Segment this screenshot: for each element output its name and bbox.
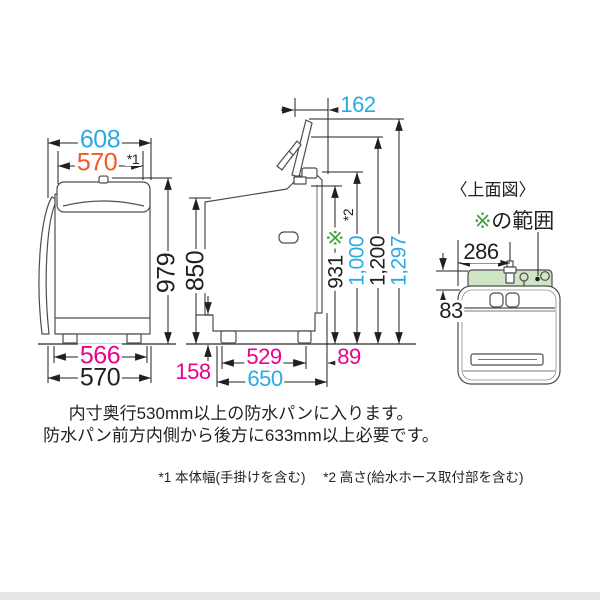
dim-label-570-top: 570 bbox=[74, 148, 120, 177]
note-mark-1: *1 bbox=[124, 151, 142, 167]
dim-label-1200: 1,200 bbox=[366, 233, 390, 289]
dim-label-158: 158 bbox=[173, 359, 213, 384]
front-foot-right bbox=[126, 333, 142, 344]
dim-label-608: 608 bbox=[77, 125, 123, 154]
side-body bbox=[204, 175, 323, 332]
dim-label-1297: 1,297 bbox=[387, 233, 411, 289]
top-inlet-valve bbox=[506, 260, 514, 268]
top-view-title: 〈上面図〉 bbox=[450, 180, 536, 200]
side-view-drawing bbox=[204, 119, 323, 344]
dim-label-529: 529 bbox=[244, 344, 284, 369]
bottom-divider-bar bbox=[0, 592, 600, 600]
note-mark-2: *2 bbox=[340, 206, 356, 224]
dim-label-1000: 1,000 bbox=[345, 233, 369, 289]
installation-notes: 内寸奥行530mm以上の防水パンに入ります。 防水パン前方内側から後方に633m… bbox=[43, 403, 439, 447]
dim-label-162: 162 bbox=[338, 92, 378, 117]
dim-label-83: 83 bbox=[437, 298, 465, 323]
footnote: *1 本体幅(手掛けを含む) *2 高さ(給水ホース取付部を含む) bbox=[158, 466, 523, 486]
footnote-1: *1 本体幅(手掛けを含む) bbox=[158, 470, 306, 485]
footnote-2: *2 高さ(給水ホース取付部を含む) bbox=[323, 470, 524, 485]
side-handle-recess bbox=[278, 231, 299, 244]
kome-mark-side: ※ bbox=[324, 227, 348, 249]
dim-label-286: 286 bbox=[461, 239, 501, 264]
kome-mark-top: ※ bbox=[473, 210, 492, 233]
note-line-2: 防水パン前方内側から後方に633mm以上必要です。 bbox=[43, 426, 439, 445]
side-foot-back bbox=[297, 330, 312, 344]
dim-label-650: 650 bbox=[245, 366, 285, 391]
side-hinge bbox=[301, 167, 318, 179]
dim-label-850: 850 bbox=[181, 248, 210, 294]
top-button-left bbox=[489, 292, 504, 308]
dim-label-89: 89 bbox=[335, 344, 363, 369]
top-button-right bbox=[505, 292, 520, 308]
side-foot-front bbox=[220, 330, 237, 344]
top-hose-hole bbox=[540, 271, 550, 281]
top-view-drawing bbox=[457, 260, 561, 385]
front-foot-left bbox=[62, 333, 78, 344]
dim-label-931: 931 bbox=[324, 253, 348, 291]
range-label-text: の範囲 bbox=[491, 210, 555, 233]
note-line-1: 内寸奥行530mm以上の防水パンに入ります。 bbox=[68, 404, 414, 423]
front-view-drawing bbox=[38, 175, 151, 344]
top-leader-dot bbox=[535, 276, 540, 282]
dim-label-566: 566 bbox=[77, 341, 123, 370]
range-label: ※の範囲 bbox=[474, 205, 555, 235]
front-top-panel bbox=[56, 181, 151, 213]
front-hose bbox=[38, 196, 58, 335]
dim-label-570-bottom: 570 bbox=[77, 363, 123, 392]
front-knob bbox=[98, 175, 109, 184]
front-body bbox=[54, 193, 151, 335]
dim-label-979: 979 bbox=[152, 250, 181, 296]
